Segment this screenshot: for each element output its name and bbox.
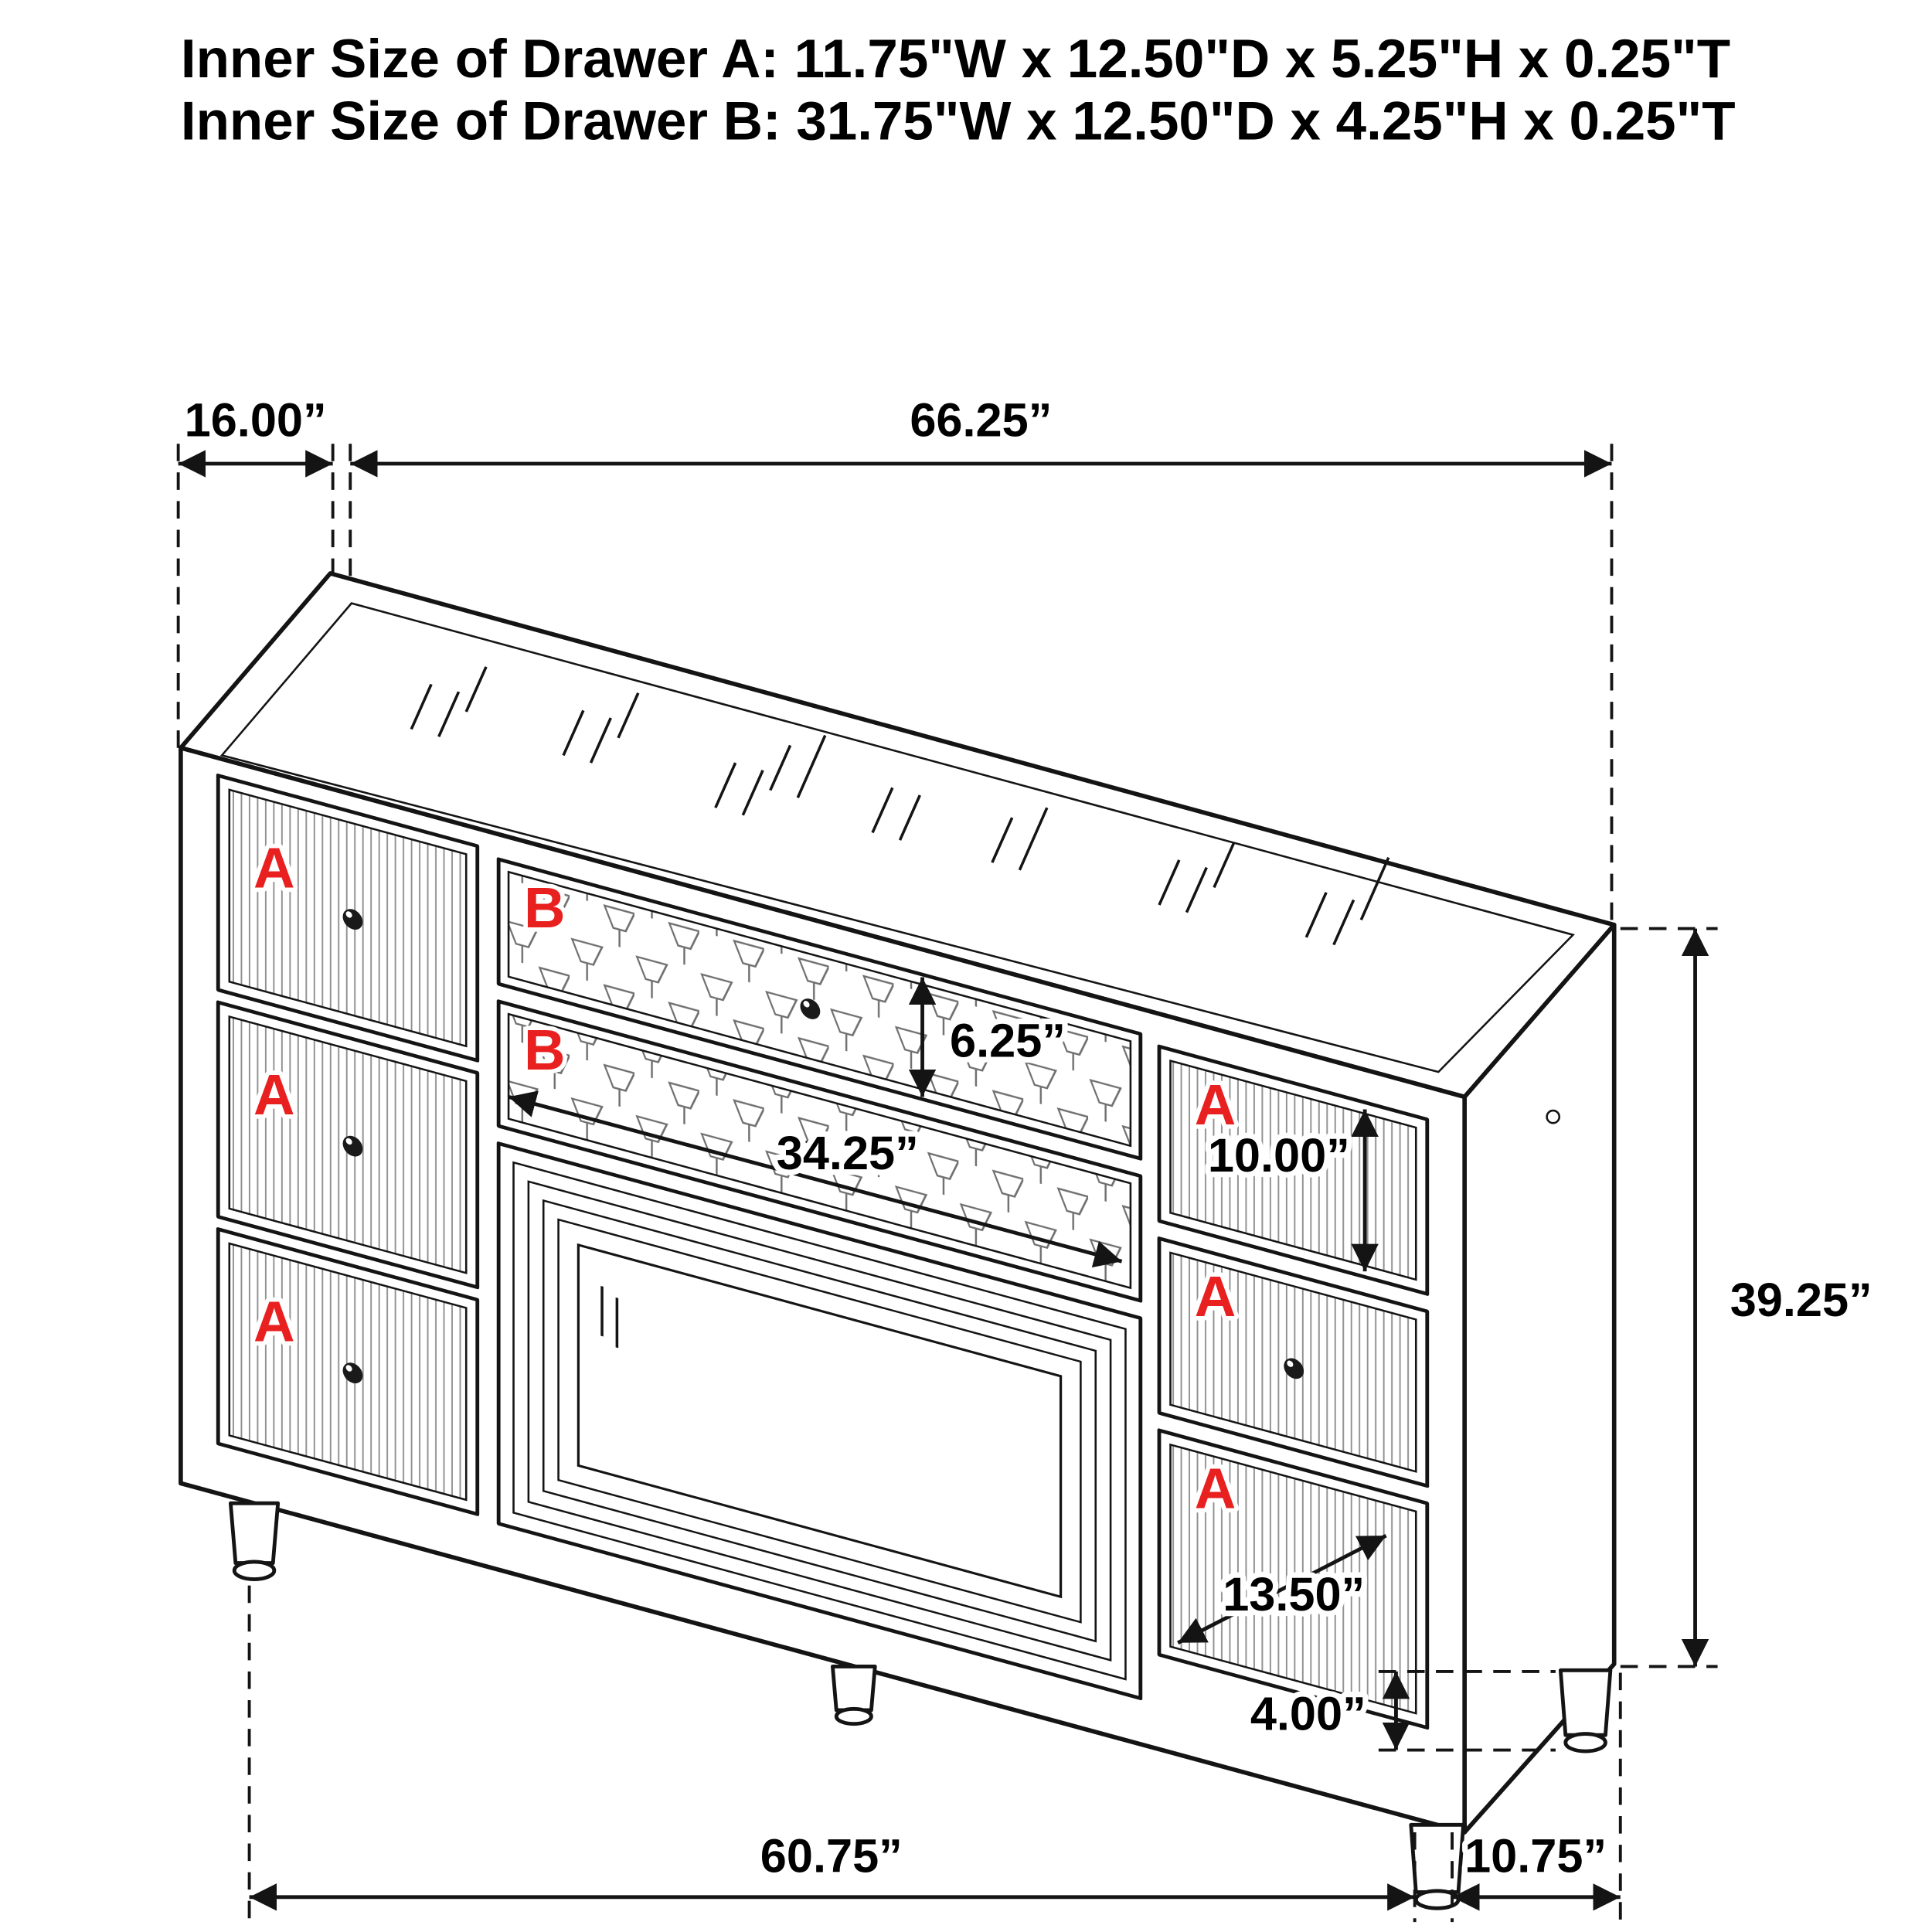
header-line-1: Inner Size of Drawer A: 11.75"W x 12.50"… bbox=[181, 29, 1730, 90]
label-drawer-a-left-3: A bbox=[253, 1289, 295, 1353]
label-drawer-a-right-3: A bbox=[1195, 1457, 1236, 1521]
top-hatch-marks bbox=[410, 666, 1390, 946]
leg-height-label: 4.00” bbox=[1250, 1688, 1366, 1740]
dimension-side-depth: 10.75” bbox=[1451, 1672, 1622, 1923]
front-width-label: 60.75” bbox=[760, 1830, 903, 1883]
drawer-a-left-2 bbox=[216, 1000, 480, 1290]
side-pin-hole bbox=[1546, 1109, 1561, 1124]
drawer-a-right-2 bbox=[1157, 1236, 1430, 1488]
total-height-label: 39.25” bbox=[1730, 1274, 1872, 1326]
dimension-drawer-b-height: 6.25” bbox=[908, 977, 1071, 1097]
right-top-drawer-label: 10.00” bbox=[1208, 1129, 1350, 1182]
label-drawer-a-right-2: A bbox=[1195, 1264, 1236, 1328]
dimension-right-top-drawer: 10.00” bbox=[1202, 1109, 1379, 1272]
label-drawer-a-left-2: A bbox=[253, 1063, 295, 1127]
drawer-a-left-1 bbox=[216, 773, 480, 1063]
label-drawer-b-2: B bbox=[524, 1018, 566, 1082]
drawer-b-width-label: 34.25” bbox=[777, 1127, 919, 1179]
dimension-front-width: 60.75” bbox=[247, 1585, 1417, 1923]
dimension-right-bottom-drawer: 13.50” bbox=[1177, 1533, 1387, 1645]
header-line-2: Inner Size of Drawer B: 31.75"W x 12.50"… bbox=[181, 91, 1736, 152]
label-drawer-a-right-1: A bbox=[1195, 1073, 1236, 1137]
dimension-total-width: 66.25” bbox=[349, 388, 1614, 927]
drawer-a-left-3 bbox=[216, 1227, 480, 1516]
center-panel bbox=[496, 1141, 1143, 1701]
drawer-b-1 bbox=[496, 857, 1143, 1161]
label-drawer-a-left-1: A bbox=[253, 835, 295, 900]
back-right-leg bbox=[1558, 1668, 1613, 1753]
dimension-drawer-b-width: 34.25” bbox=[508, 1090, 1123, 1268]
total-width-label: 66.25” bbox=[910, 394, 1052, 447]
label-drawer-b-1: B bbox=[524, 876, 566, 940]
side-depth-label: 10.75” bbox=[1464, 1830, 1607, 1883]
front-left-leg bbox=[228, 1501, 281, 1581]
dimension-leg-height: 4.00” bbox=[1245, 1669, 1556, 1752]
right-bottom-drawer-label: 13.50” bbox=[1223, 1568, 1365, 1621]
front-center-leg bbox=[830, 1665, 877, 1726]
panel-glass-marks bbox=[600, 1285, 619, 1349]
dimension-left-depth: 16.00” bbox=[176, 388, 335, 750]
drawer-b-height-label: 6.25” bbox=[950, 1015, 1066, 1067]
left-depth-label: 16.00” bbox=[185, 394, 327, 447]
dresser-body bbox=[179, 571, 1617, 1910]
dimension-total-height: 39.25” bbox=[1620, 927, 1878, 1668]
